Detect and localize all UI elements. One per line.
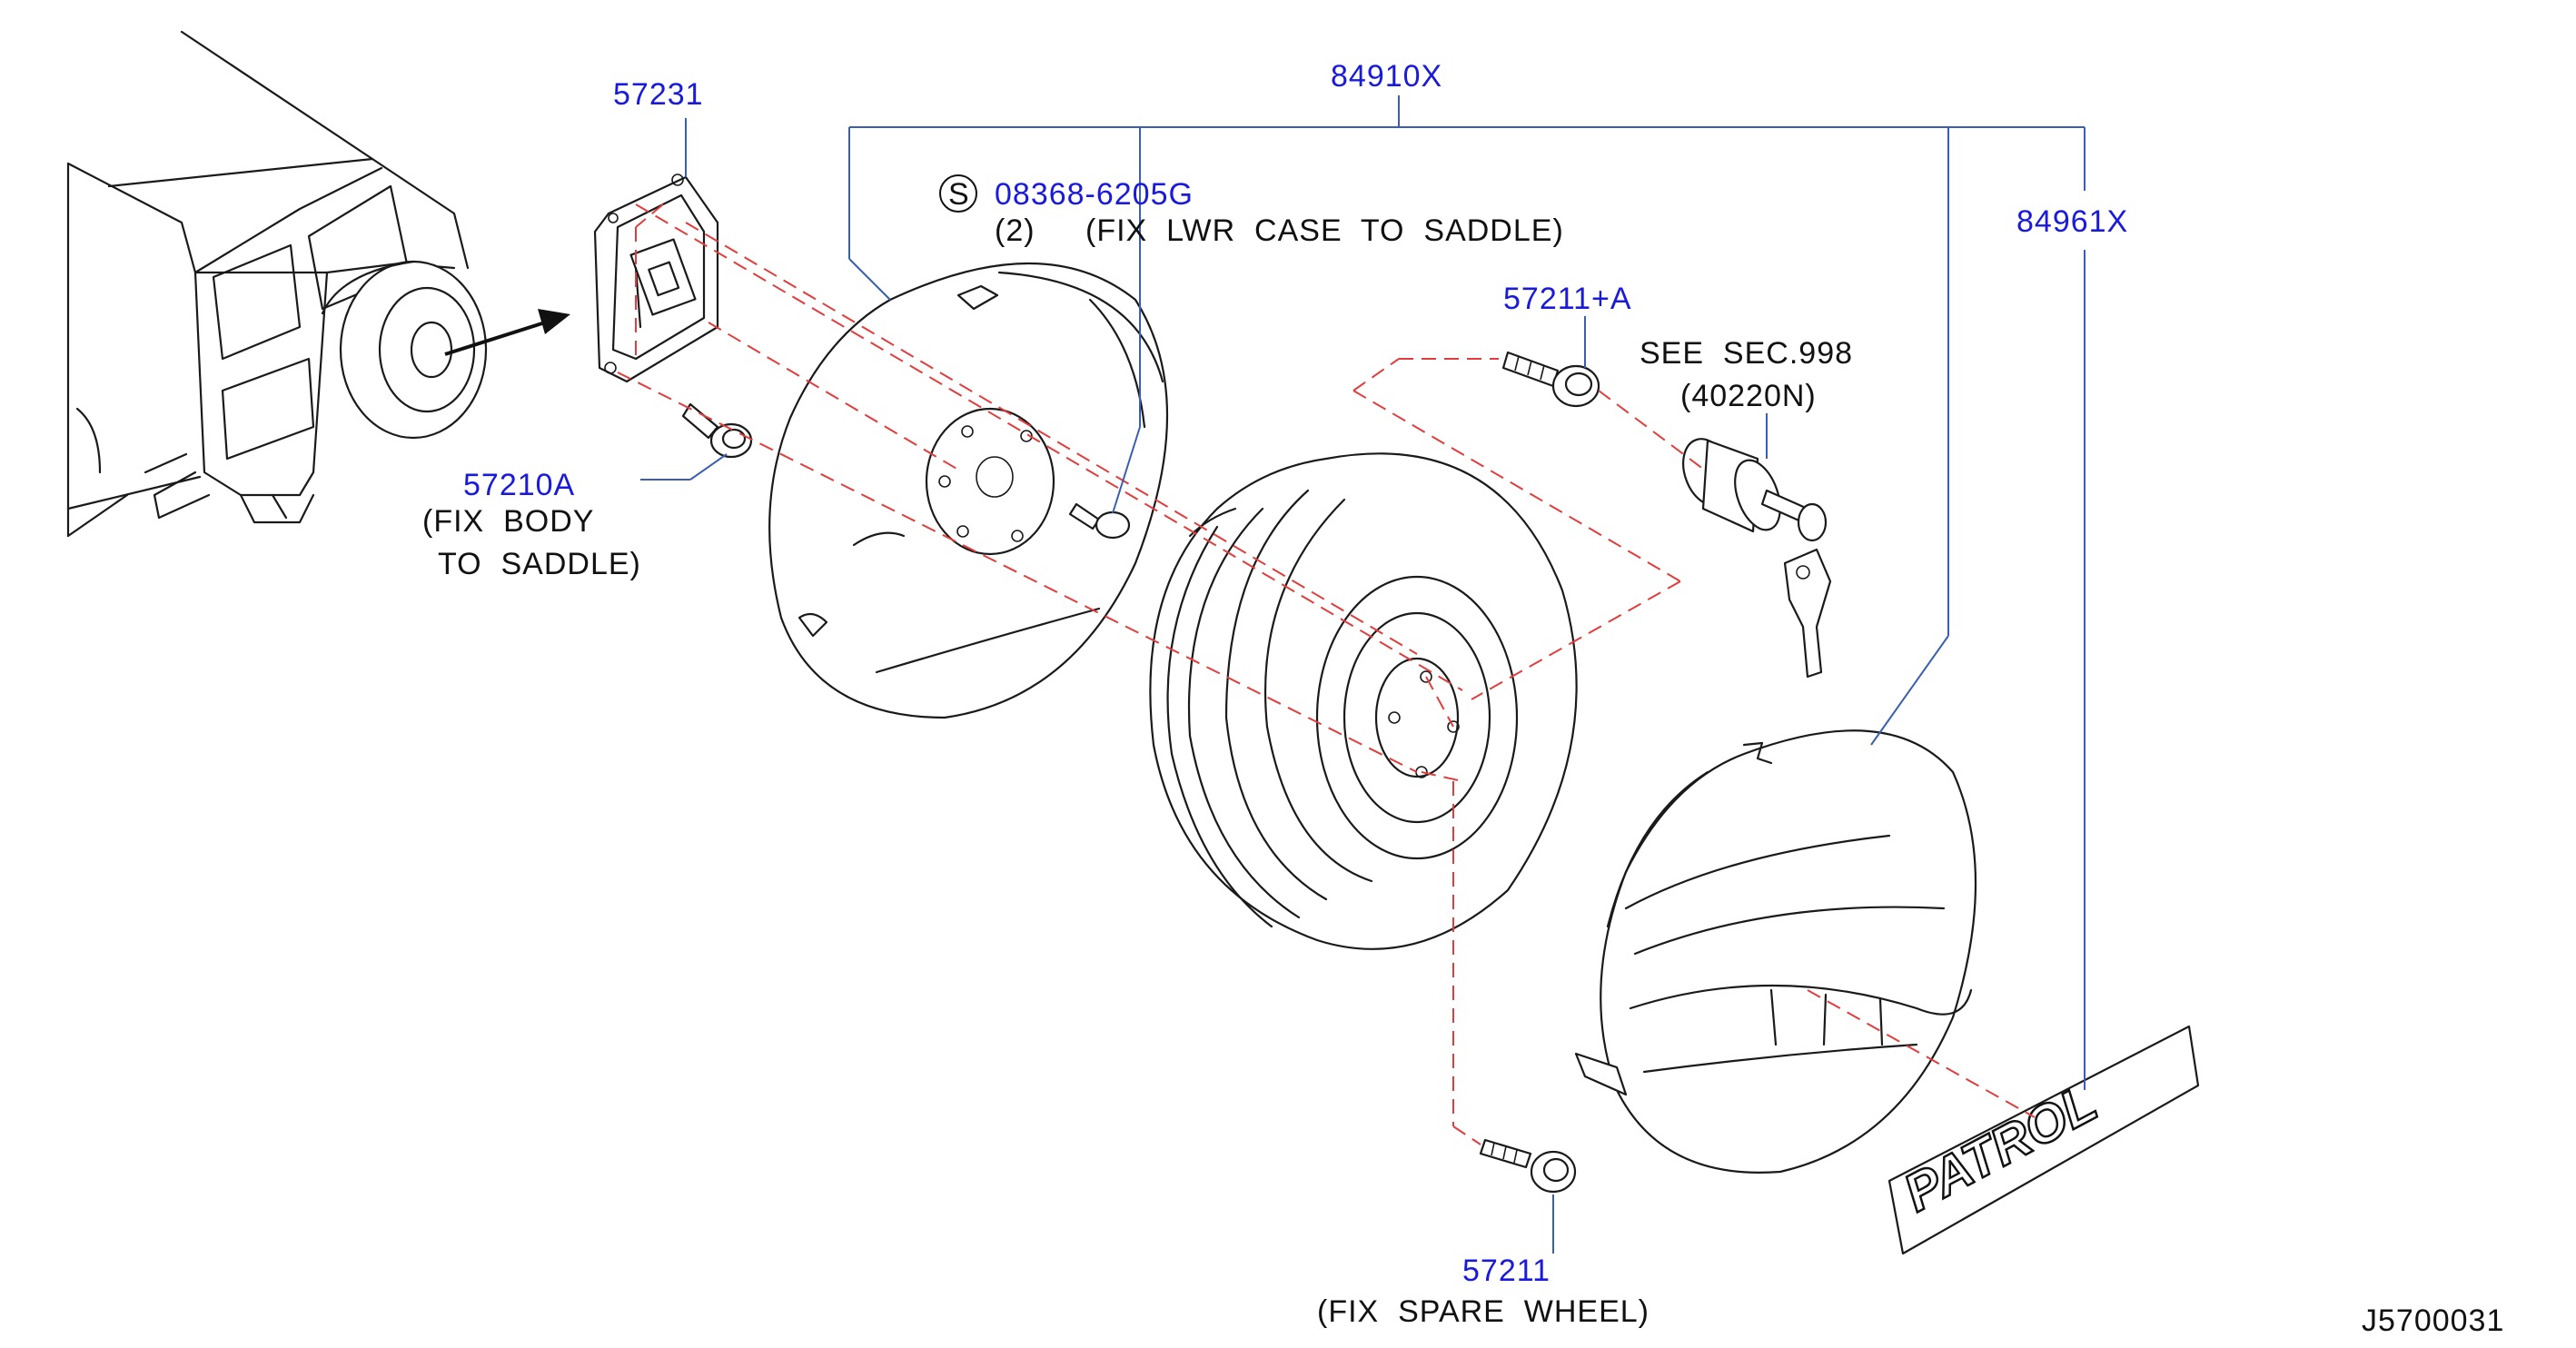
spare-tire: [1149, 452, 1578, 950]
diagram-id: J5700031: [2362, 1303, 2504, 1338]
bolt-08368-6205g: [1068, 502, 1131, 540]
label-08368-6205g: 08368-6205G: [995, 177, 1194, 212]
label-57210a-note2: TO SADDLE): [438, 547, 641, 581]
label-08368-qty: (2): [995, 213, 1035, 248]
label-57211a: 57211+A: [1503, 282, 1632, 316]
standard-part-symbol-letter: S: [948, 177, 970, 212]
part-labels: 84910X 84961X 57231 S 08368-6205G (2) (F…: [422, 59, 2504, 1338]
label-see-sec: SEE SEC.998: [1640, 336, 1853, 371]
standard-part-symbol: [939, 174, 977, 213]
wheel-nut-57211: [1479, 1138, 1577, 1194]
label-84910x: 84910X: [1331, 59, 1442, 94]
vehicle-rear-illustration: [66, 30, 488, 538]
leader-lines: [640, 95, 2086, 1254]
label-57210a: 57210A: [463, 468, 575, 502]
label-57211: 57211: [1462, 1254, 1551, 1288]
spare-tire-cover: [1574, 729, 1977, 1174]
lock-nut-57211a: [1501, 351, 1600, 408]
red-centerlines: [617, 203, 2036, 1145]
label-57210a-note1: (FIX BODY: [422, 504, 594, 539]
lower-case-shell: [768, 262, 1169, 719]
pointer-arrow: [444, 309, 570, 356]
saddle-bracket-57231: [593, 173, 719, 383]
label-08368-note: (FIX LWR CASE TO SADDLE): [1085, 213, 1564, 248]
bolt-57210a: [681, 402, 753, 459]
label-57231: 57231: [613, 77, 704, 112]
lock-and-key: [1682, 438, 1832, 679]
label-see-ref: (40220N): [1680, 379, 1817, 413]
label-84961x: 84961X: [2016, 204, 2128, 239]
label-57211-note: (FIX SPARE WHEEL): [1317, 1294, 1650, 1329]
